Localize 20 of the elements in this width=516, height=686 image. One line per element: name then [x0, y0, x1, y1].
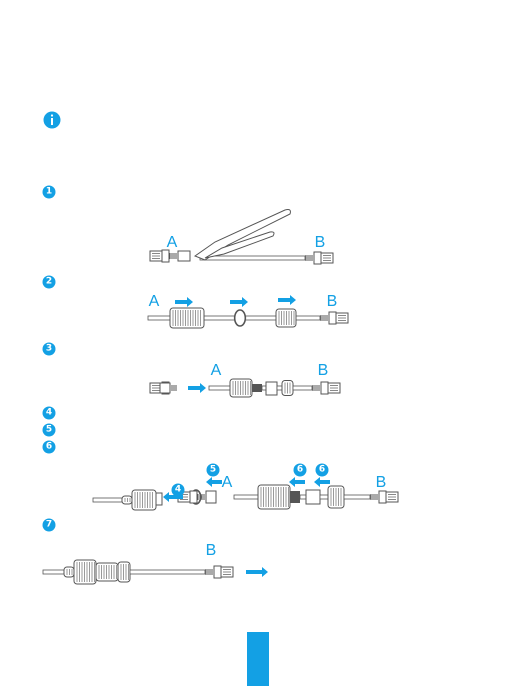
- step-number: 4: [42, 406, 56, 420]
- end-label: B: [314, 235, 326, 251]
- end-label: A: [148, 294, 160, 310]
- step-number: 4: [172, 484, 184, 496]
- step-number: 1: [42, 186, 56, 198]
- step-number: 5: [42, 424, 56, 436]
- end-label: B: [326, 294, 338, 310]
- end-label: A: [166, 235, 178, 251]
- step-number: 6: [316, 464, 328, 476]
- end-label: A: [222, 475, 232, 491]
- step-number: 5: [206, 464, 220, 476]
- end-label: A: [210, 363, 222, 379]
- step-number: 7: [42, 518, 56, 532]
- step-number: 3: [42, 342, 56, 356]
- end-label: B: [206, 543, 216, 559]
- step-number: 6: [42, 440, 56, 454]
- end-label: B: [376, 475, 386, 491]
- step-number: 2: [42, 276, 56, 288]
- end-label: B: [318, 363, 328, 379]
- step-number: 6: [294, 464, 306, 476]
